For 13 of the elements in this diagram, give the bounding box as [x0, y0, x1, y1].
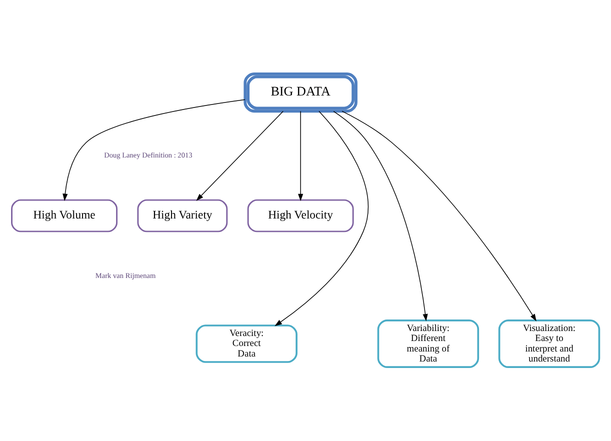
- node-box: High Volume: [11, 199, 118, 232]
- arrow: [62, 99, 246, 202]
- arrow: [333, 110, 428, 322]
- arrow: [196, 110, 284, 201]
- node-box: Variability: Different meaning of Data: [377, 320, 480, 368]
- arrow: [298, 110, 304, 202]
- arrow: [342, 110, 536, 322]
- node-box: High Variety: [137, 199, 228, 232]
- node-box: Visualization: Easy to interpret and understand: [498, 320, 600, 368]
- node-box: High Velocity: [247, 199, 354, 232]
- node-box: Veracity: Correct Data: [196, 324, 298, 363]
- node-box: BIG DATA: [244, 72, 358, 113]
- arrow: [274, 110, 369, 326]
